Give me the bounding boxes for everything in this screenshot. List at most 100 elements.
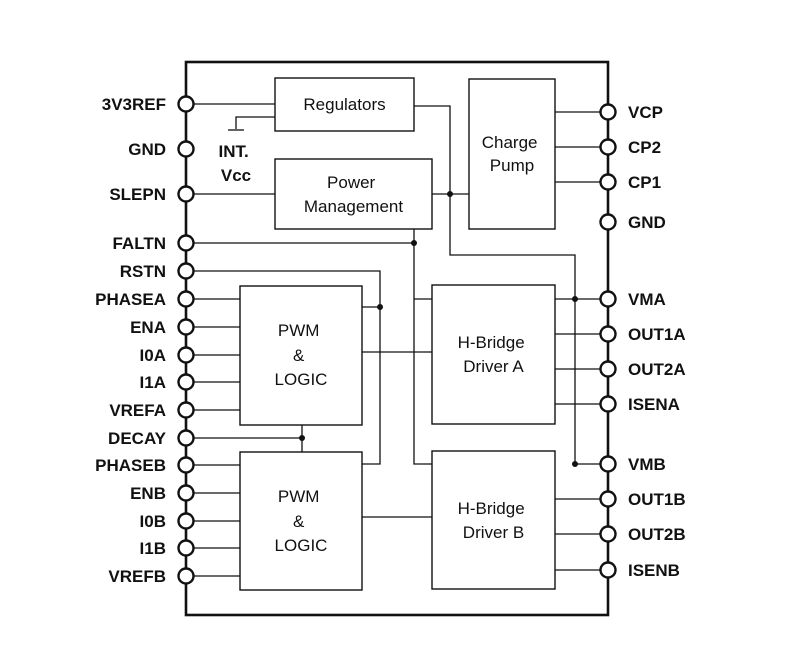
hbridge-b-block <box>431 450 556 590</box>
pin-terminal <box>599 455 617 473</box>
pin-label: OUT1A <box>628 325 686 344</box>
pin-label: DECAY <box>108 429 167 448</box>
pin-terminal <box>177 429 195 447</box>
hbridge-b-label: H-Bridge Driver B <box>458 499 530 542</box>
junction-dot <box>447 191 453 197</box>
pin-label: VREFA <box>109 401 166 420</box>
pwm-logic-a-label: PWM & LOGIC <box>275 321 328 389</box>
pin-label: I0A <box>140 346 166 365</box>
pin-i0a-left: I0A <box>140 346 195 365</box>
pin-terminal <box>599 138 617 156</box>
pin-terminal <box>177 373 195 391</box>
pin-label: OUT2A <box>628 360 686 379</box>
pwm-logic-b-block <box>239 451 363 591</box>
pin-terminal <box>177 262 195 280</box>
pwm-logic-a-block <box>239 285 363 426</box>
pin-phaseb-left: PHASEB <box>95 456 195 475</box>
pin-isenb-right: ISENB <box>599 561 680 580</box>
pin-label: GND <box>128 140 166 159</box>
left-pins: 3V3REF GND SLEPN FALTN RSTN PHASEA ENA I0A I1A VR… <box>95 95 195 586</box>
pin-label: PHASEB <box>95 456 166 475</box>
junction-dot <box>411 240 417 246</box>
pin-terminal <box>599 325 617 343</box>
pin-label: ISENB <box>628 561 680 580</box>
pin-vcp-right: VCP <box>599 103 663 122</box>
regulators-block <box>274 77 415 132</box>
pin-terminal <box>599 213 617 231</box>
pin-label: ISENA <box>628 395 680 414</box>
pin-vmb-right: VMB <box>599 455 666 474</box>
power-management-label: Power Management <box>304 173 404 216</box>
pin-3v3ref-left: 3V3REF <box>102 95 195 114</box>
pin-ena-left: ENA <box>130 318 195 337</box>
pin-label: SLEPN <box>109 185 166 204</box>
pin-label: RSTN <box>120 262 166 281</box>
pin-out1a-right: OUT1A <box>599 325 686 344</box>
int-vcc-label: INT. Vcc <box>219 142 254 185</box>
pin-slepn-left: SLEPN <box>109 185 195 204</box>
power-management-block <box>274 158 433 230</box>
pin-vrefb-left: VREFB <box>108 567 195 586</box>
pin-terminal <box>599 103 617 121</box>
pin-label: VMA <box>628 290 666 309</box>
pin-cp1-right: CP1 <box>599 173 661 192</box>
pin-terminal <box>599 490 617 508</box>
pin-vrefa-left: VREFA <box>109 401 195 420</box>
pin-out2b-right: OUT2B <box>599 525 686 544</box>
junction-dot <box>299 435 305 441</box>
charge-pump-label: Charge Pump <box>482 133 543 175</box>
pin-terminal <box>177 290 195 308</box>
pin-label: OUT1B <box>628 490 686 509</box>
pin-terminal <box>177 484 195 502</box>
pin-terminal <box>599 360 617 378</box>
pin-terminal <box>177 346 195 364</box>
pin-gnd-right: GND <box>599 213 666 232</box>
pin-i0b-left: I0B <box>140 512 195 531</box>
pin-label: ENB <box>130 484 166 503</box>
pin-terminal <box>177 401 195 419</box>
pin-label: FALTN <box>112 234 166 253</box>
pin-label: CP2 <box>628 138 661 157</box>
pin-terminal <box>177 234 195 252</box>
pin-label: ENA <box>130 318 166 337</box>
pin-i1b-left: I1B <box>140 539 195 558</box>
pin-rstn-left: RSTN <box>120 262 195 281</box>
pin-label: VMB <box>628 455 666 474</box>
pin-vma-right: VMA <box>599 290 666 309</box>
pin-terminal <box>599 290 617 308</box>
pin-label: CP1 <box>628 173 661 192</box>
junction-dot <box>377 304 383 310</box>
pin-out1b-right: OUT1B <box>599 490 686 509</box>
pin-terminal <box>177 140 195 158</box>
wiring <box>192 103 602 577</box>
pin-faltn-left: FALTN <box>112 234 195 253</box>
pin-terminal <box>177 95 195 113</box>
pin-cp2-right: CP2 <box>599 138 661 157</box>
pin-label: I0B <box>140 512 166 531</box>
pin-terminal <box>177 456 195 474</box>
pin-terminal <box>599 395 617 413</box>
pin-gnd-left: GND <box>128 140 195 159</box>
pin-terminal <box>177 185 195 203</box>
pin-label: PHASEA <box>95 290 166 309</box>
pin-terminal <box>177 318 195 336</box>
pin-label: VCP <box>628 103 663 122</box>
pin-label: I1B <box>140 539 166 558</box>
hbridge-a-block <box>431 284 556 425</box>
pin-terminal <box>177 567 195 585</box>
junctions <box>299 191 578 467</box>
pin-label: VREFB <box>108 567 166 586</box>
pin-terminal <box>177 539 195 557</box>
pin-terminal <box>599 525 617 543</box>
pin-enb-left: ENB <box>130 484 195 503</box>
pin-label: 3V3REF <box>102 95 166 114</box>
regulators-label: Regulators <box>303 95 385 114</box>
pin-terminal <box>599 173 617 191</box>
pin-isena-right: ISENA <box>599 395 680 414</box>
pin-label: I1A <box>140 373 166 392</box>
hbridge-a-label: H-Bridge Driver A <box>458 333 530 376</box>
pin-decay-left: DECAY <box>108 429 195 448</box>
pin-phasea-left: PHASEA <box>95 290 195 309</box>
